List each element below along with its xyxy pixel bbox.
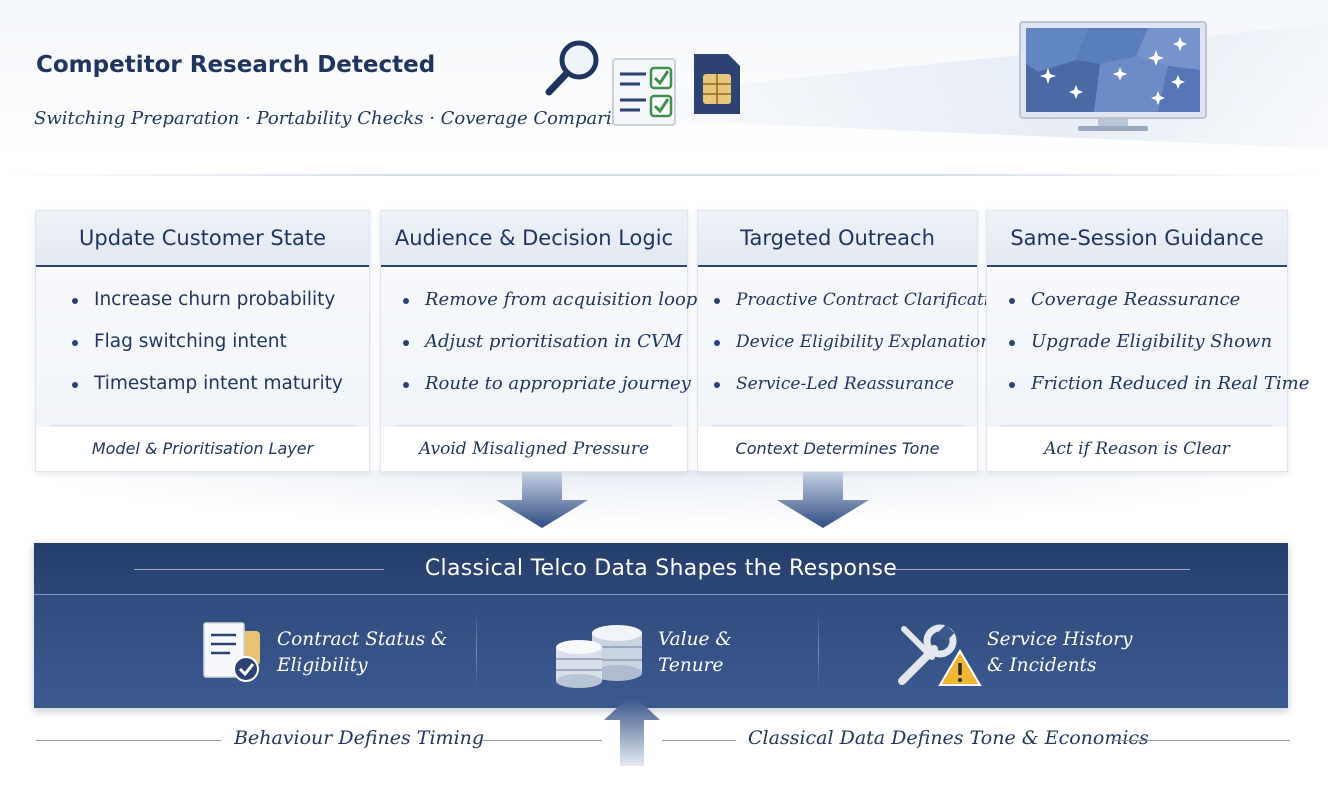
sim-card-icon xyxy=(694,54,740,114)
wrench-warning-icon xyxy=(898,624,982,686)
card-update-customer-state: Update Customer State Increase churn pro… xyxy=(35,210,370,472)
list-item: Service-Led Reassurance xyxy=(714,371,971,413)
panel-item-line: & Incidents xyxy=(987,655,1097,676)
bottom-rule xyxy=(1112,740,1290,741)
card-footer: Act if Reason is Clear xyxy=(1001,425,1273,471)
classical-data-panel: Classical Telco Data Shapes the Response… xyxy=(34,543,1288,708)
card-same-session-guidance: Same-Session Guidance Coverage Reassuran… xyxy=(986,210,1309,472)
card-title: Same-Session Guidance xyxy=(987,211,1287,267)
panel-item-value-tenure: Value & Tenure xyxy=(658,627,732,679)
card-footer: Context Determines Tone xyxy=(712,425,963,471)
list-item: Upgrade Eligibility Shown xyxy=(1009,329,1281,371)
list-item: Flag switching intent xyxy=(72,329,363,371)
down-arrow-icon xyxy=(777,472,869,528)
list-item: Friction Reduced in Real Time xyxy=(1009,371,1309,413)
list-item: Remove from acquisition loops xyxy=(403,287,707,329)
panel-item-line: Value & xyxy=(658,629,732,650)
list-item: Proactive Contract Clarification xyxy=(714,287,1010,329)
down-arrow-icon xyxy=(496,472,588,528)
database-coins-icon xyxy=(556,625,642,688)
bottom-left-caption: Behaviour Defines Timing xyxy=(234,727,485,749)
list-item: Route to appropriate journey xyxy=(403,371,691,413)
list-item: Coverage Reassurance xyxy=(1009,287,1281,329)
panel-title-rule xyxy=(890,569,1190,570)
panel-title-rule xyxy=(134,569,384,570)
page-subtitle: Switching Preparation · Portability Chec… xyxy=(34,108,644,129)
card-title: Targeted Outreach xyxy=(698,211,977,267)
list-item: Adjust prioritisation in CVM xyxy=(403,329,682,371)
list-item: Timestamp intent maturity xyxy=(72,371,363,413)
bottom-rule xyxy=(482,740,602,741)
panel-divider xyxy=(476,611,477,689)
panel-item-service-history: Service History & Incidents xyxy=(987,627,1132,679)
card-audience-decision-logic: Audience & Decision Logic Remove from ac… xyxy=(380,210,707,472)
card-body: Remove from acquisition loops Adjust pri… xyxy=(381,269,707,427)
page-title: Competitor Research Detected xyxy=(36,52,436,78)
card-title: Update Customer State xyxy=(36,211,369,267)
checklist-icon xyxy=(612,58,676,126)
card-platform-shadow xyxy=(20,470,1308,525)
card-footer: Model & Prioritisation Layer xyxy=(50,425,355,471)
panel-item-line: Tenure xyxy=(658,655,724,676)
card-body: Proactive Contract Clarification Device … xyxy=(698,269,1010,427)
panel-item-line: Eligibility xyxy=(277,655,368,676)
panel-item-line: Contract Status & xyxy=(277,629,448,650)
magnifier-icon xyxy=(545,40,599,96)
card-title: Audience & Decision Logic xyxy=(381,211,687,267)
bottom-right-caption: Classical Data Defines Tone & Economics xyxy=(748,727,1149,749)
card-body: Coverage Reassurance Upgrade Eligibility… xyxy=(987,269,1309,427)
coverage-map-monitor-icon xyxy=(1019,21,1207,131)
panel-item-line: Service History xyxy=(987,629,1133,650)
panel-item-contract: Contract Status & Eligibility xyxy=(277,627,448,679)
card-body: Increase churn probability Flag switchin… xyxy=(36,269,369,427)
panel-title: Classical Telco Data Shapes the Response xyxy=(424,556,898,581)
card-footer: Avoid Misaligned Pressure xyxy=(395,425,673,471)
list-item: Increase churn probability xyxy=(72,287,363,329)
contract-document-icon xyxy=(203,622,260,682)
card-targeted-outreach: Targeted Outreach Proactive Contract Cla… xyxy=(697,210,1010,472)
bottom-rule xyxy=(662,740,736,741)
panel-divider xyxy=(818,611,819,689)
list-item: Device Eligibility Explanation xyxy=(714,329,991,371)
up-arrow-icon xyxy=(604,694,660,766)
bottom-rule xyxy=(36,740,221,741)
panel-header: Classical Telco Data Shapes the Response xyxy=(34,543,1288,595)
